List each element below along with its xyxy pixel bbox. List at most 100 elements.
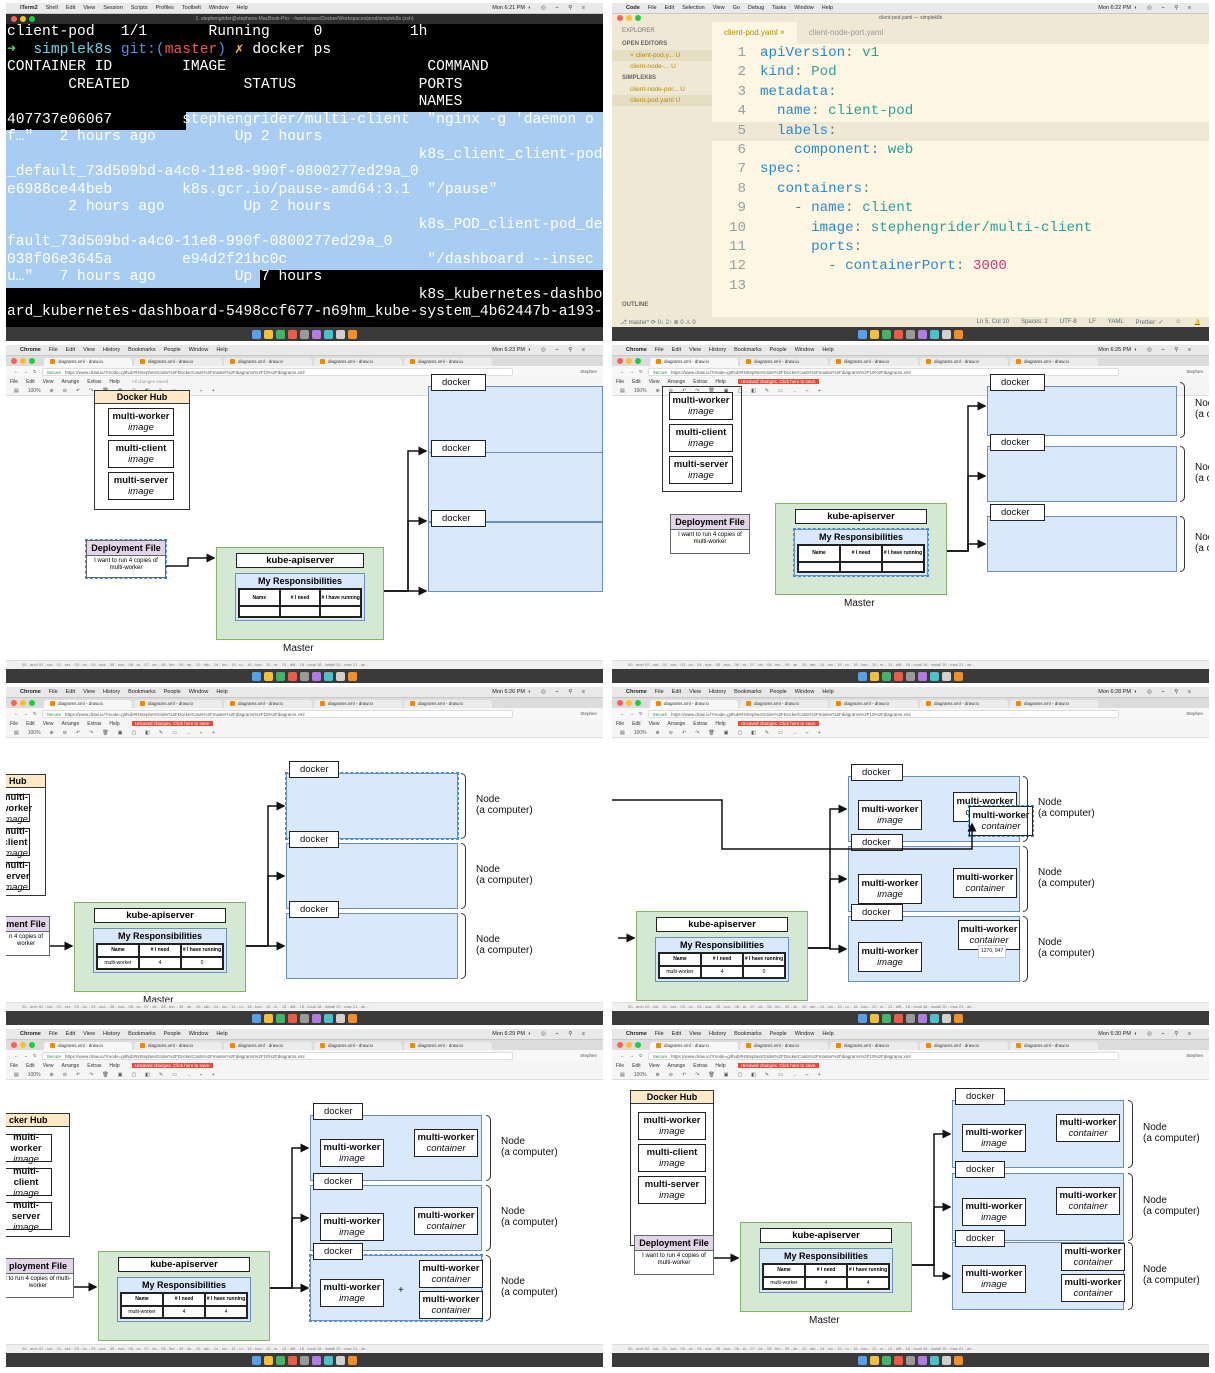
browser-tab[interactable]: diagrams.xml - draw.io [1010,358,1098,366]
node-box[interactable] [987,446,1177,502]
window-controls[interactable] [11,16,35,22]
browser-tab[interactable]: diagrams.xml - draw.io [920,358,1008,366]
drawio-menu-arrange[interactable]: Arrange [61,720,80,727]
code-line[interactable]: 8 containers: [712,180,1209,199]
format-panel-icon[interactable]: ▤ [14,1071,19,1078]
docker-label[interactable]: docker [990,434,1045,451]
node-box[interactable] [987,516,1177,572]
browser-tab[interactable]: diagrams.xml - draw.io [134,1042,222,1050]
node-box[interactable] [428,522,603,592]
node-box[interactable] [286,913,458,979]
indent-setting[interactable]: Spaces: 2 [1021,318,1048,325]
dock-app-icon[interactable] [882,1013,891,1023]
tab-client-pod[interactable]: client-pod.yaml × [712,22,797,44]
docker-label[interactable]: docker [431,440,486,457]
open-editors-section[interactable]: OPEN EDITORS [622,41,668,47]
dock-app-icon[interactable] [942,329,951,339]
undo-icon[interactable]: ↶ [75,387,81,394]
docker-label[interactable]: docker [955,1088,1005,1105]
menu-view[interactable]: View [83,1031,95,1037]
drawio-menu-edit[interactable]: Edit [26,378,35,385]
drawio-menu-view[interactable]: View [648,1062,660,1069]
drawio-menu-help[interactable]: Help [109,720,120,727]
page-tabs[interactable]: 00 - arch 02 - sot... 01 - set... 03 - d… [6,1344,603,1353]
dock-app-icon[interactable] [312,1355,321,1365]
profile-name[interactable]: Stephen [580,711,597,716]
dock-app-icon[interactable] [300,329,309,339]
browser-tab[interactable]: diagrams.xml - draw.io [44,1042,132,1050]
node-box[interactable] [286,843,458,909]
zoom-in-icon[interactable]: ⊕ [655,729,660,736]
browser-tab[interactable]: diagrams.xml - draw.io [44,700,132,708]
unsaved-warning[interactable]: Unsaved changes. Click here to save. [131,1063,214,1068]
forward-icon[interactable]: → [23,1053,29,1058]
menu-help[interactable]: Help [216,1031,228,1037]
menu-people[interactable]: People [769,689,787,695]
page-tabs[interactable]: 00 - arch 02 - sot... 01 - set... 03 - d… [612,660,1209,669]
page-tabs[interactable]: 00 - arch 02 - sot... 01 - set... 03 - d… [6,1002,603,1011]
zoom-in-icon[interactable]: ⊕ [655,387,660,394]
menu-window[interactable]: Window [794,1031,815,1037]
shadow-icon[interactable]: ▭ [172,729,177,736]
dock-app-icon[interactable] [858,329,867,339]
waypoint-icon[interactable]: ⌐ [805,387,809,394]
browser-tab[interactable]: diagrams.xml - draw.io [650,1042,738,1050]
browser-tab[interactable]: diagrams.xml - draw.io [224,358,312,366]
docker-label[interactable]: docker [431,510,486,527]
menu-edit[interactable]: Edit [664,5,675,11]
menu-chrome[interactable]: Chrome [20,347,41,353]
connection-icon[interactable]: → [185,1071,191,1078]
menu-bookmarks[interactable]: Bookmarks [734,347,762,353]
waypoint-icon[interactable]: ⌐ [199,1071,203,1078]
connector-arrow[interactable] [808,804,848,949]
dock-app-icon[interactable] [252,1355,261,1365]
menu-view[interactable]: View [83,5,96,11]
shadow-icon[interactable]: ▭ [778,387,783,394]
menu-people[interactable]: People [769,347,787,353]
reload-icon[interactable]: ↻ [33,1052,37,1058]
cell-running[interactable]: 4 [205,1305,247,1318]
drawio-menu-extras[interactable]: Extras [693,1062,708,1069]
page-tabs[interactable]: 00 - arch 02 - sot... 01 - set... 03 - d… [6,660,603,669]
window-controls[interactable] [617,15,641,21]
zoom-level[interactable]: 100% [633,1071,647,1078]
menu-window[interactable]: Window [188,689,209,695]
cursor-position[interactable]: Ln 5, Col 10 [976,318,1010,325]
connector-arrow[interactable] [808,944,848,954]
line-color-icon[interactable]: ✎ [158,729,164,736]
menu-toolbelt[interactable]: Toolbelt [181,5,201,11]
zoom-in-icon[interactable]: ⊕ [655,1071,660,1078]
menu-people[interactable]: People [163,1031,181,1037]
dock-app-icon[interactable] [276,671,285,681]
dock-app-icon[interactable] [954,1355,963,1365]
menu-edit[interactable]: Edit [671,689,682,695]
dock-app-icon[interactable] [324,1355,333,1365]
drawio-menu-view[interactable]: View [648,720,660,727]
to-back-icon[interactable]: ▢ [737,387,743,394]
insert-icon[interactable]: + [211,1071,215,1078]
cell-name[interactable] [239,606,280,617]
docker-label[interactable]: docker [313,1173,363,1190]
dock-app-icon[interactable] [894,671,903,681]
to-front-icon[interactable]: ▣ [723,1071,729,1078]
drawio-menu-file[interactable]: File [10,378,19,385]
drawio-menu-help[interactable]: Help [715,378,726,385]
browser-tab[interactable]: diagrams.xml - draw.io [830,700,918,708]
menu-bookmarks[interactable]: Bookmarks [128,1031,156,1037]
redo-icon[interactable]: ↷ [695,387,700,394]
dock-app-icon[interactable] [336,671,345,681]
